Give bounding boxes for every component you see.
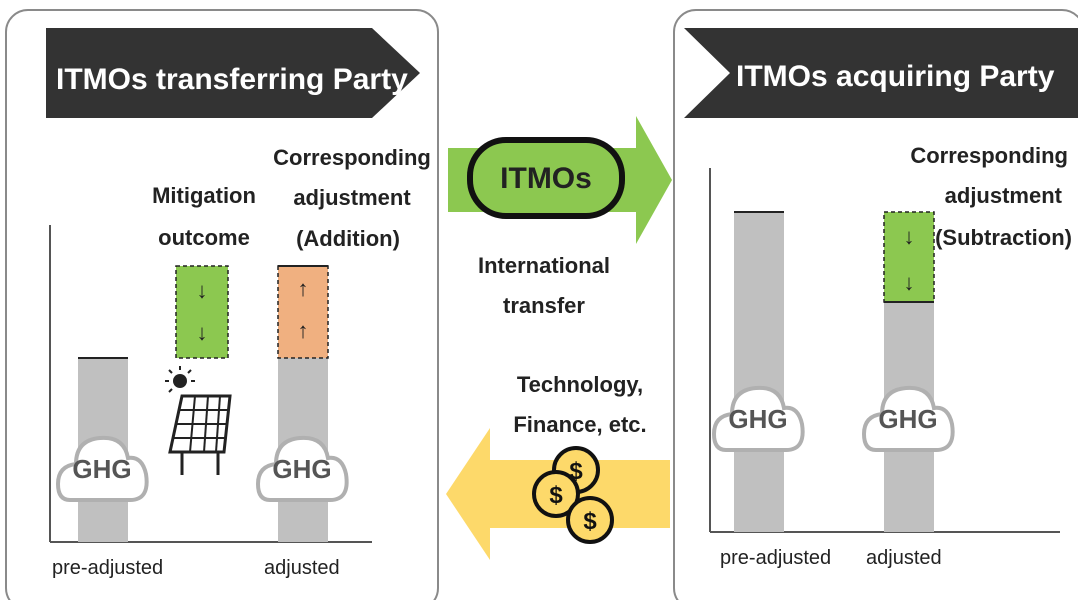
addition-label: (Addition) (296, 226, 400, 251)
transferring-party-title: ITMOs transferring Party (56, 63, 408, 96)
svg-text:GHG: GHG (72, 454, 131, 484)
technology-finance-label: Technology, (517, 372, 643, 397)
down-arrow-icon: ↓ (197, 320, 208, 345)
addition-label: adjustment (293, 185, 411, 210)
down-arrow-icon: ↓ (904, 270, 915, 295)
subtraction-label: Corresponding (910, 143, 1068, 168)
acquiring-party-panel: ITMOs acquiring Party ↓ ↓ GHG GHG Corres… (673, 9, 1078, 600)
adjusted-label: adjusted (264, 557, 340, 579)
svg-text:GHG: GHG (728, 404, 787, 434)
acquiring-party-title-banner (684, 28, 1078, 118)
mitigation-outcome-block (175, 265, 229, 359)
svg-text:$: $ (583, 508, 597, 535)
mitigation-outcome-label: outcome (158, 225, 250, 250)
pre-adjusted-label: pre-adjusted (720, 547, 831, 569)
subtraction-label: (Subtraction) (935, 225, 1072, 250)
acquiring-party-title: ITMOs acquiring Party (736, 60, 1055, 93)
svg-text:GHG: GHG (272, 454, 331, 484)
technology-finance-label: Finance, etc. (513, 412, 646, 437)
ghg-cloud-icon: GHG (711, 385, 805, 452)
transferring-party-title-banner (46, 28, 420, 118)
ghg-cloud-icon: GHG (255, 435, 349, 502)
svg-text:GHG: GHG (878, 404, 937, 434)
itmos-label: ITMOs (500, 162, 592, 195)
left-addition-block (277, 265, 329, 359)
itmo-transfer-arrow: ITMOs (448, 116, 672, 244)
international-transfer-label: transfer (503, 293, 585, 318)
down-arrow-icon: ↓ (197, 278, 208, 303)
mitigation-outcome-label: Mitigation (152, 183, 256, 208)
ghg-cloud-icon: GHG (861, 385, 955, 452)
ghg-cloud-icon: GHG (55, 435, 149, 502)
svg-text:$: $ (549, 482, 563, 509)
subtraction-label: adjustment (945, 183, 1063, 208)
up-arrow-icon: ↑ (298, 276, 309, 301)
pre-adjusted-label: pre-adjusted (52, 557, 163, 579)
up-arrow-icon: ↑ (298, 318, 309, 343)
down-arrow-icon: ↓ (904, 224, 915, 249)
international-transfer-label: International (478, 253, 610, 278)
right-pre-adjusted-bar (734, 212, 784, 532)
coins-icon: $ $ $ (532, 446, 614, 544)
right-subtraction-block (883, 211, 935, 303)
adjusted-label: adjusted (866, 547, 942, 569)
solar-panel-icon (165, 366, 232, 475)
addition-label: Corresponding (273, 145, 431, 170)
transferring-party-panel: ITMOs transferring Party ↑ ↑ ↓ ↓ (5, 9, 439, 600)
